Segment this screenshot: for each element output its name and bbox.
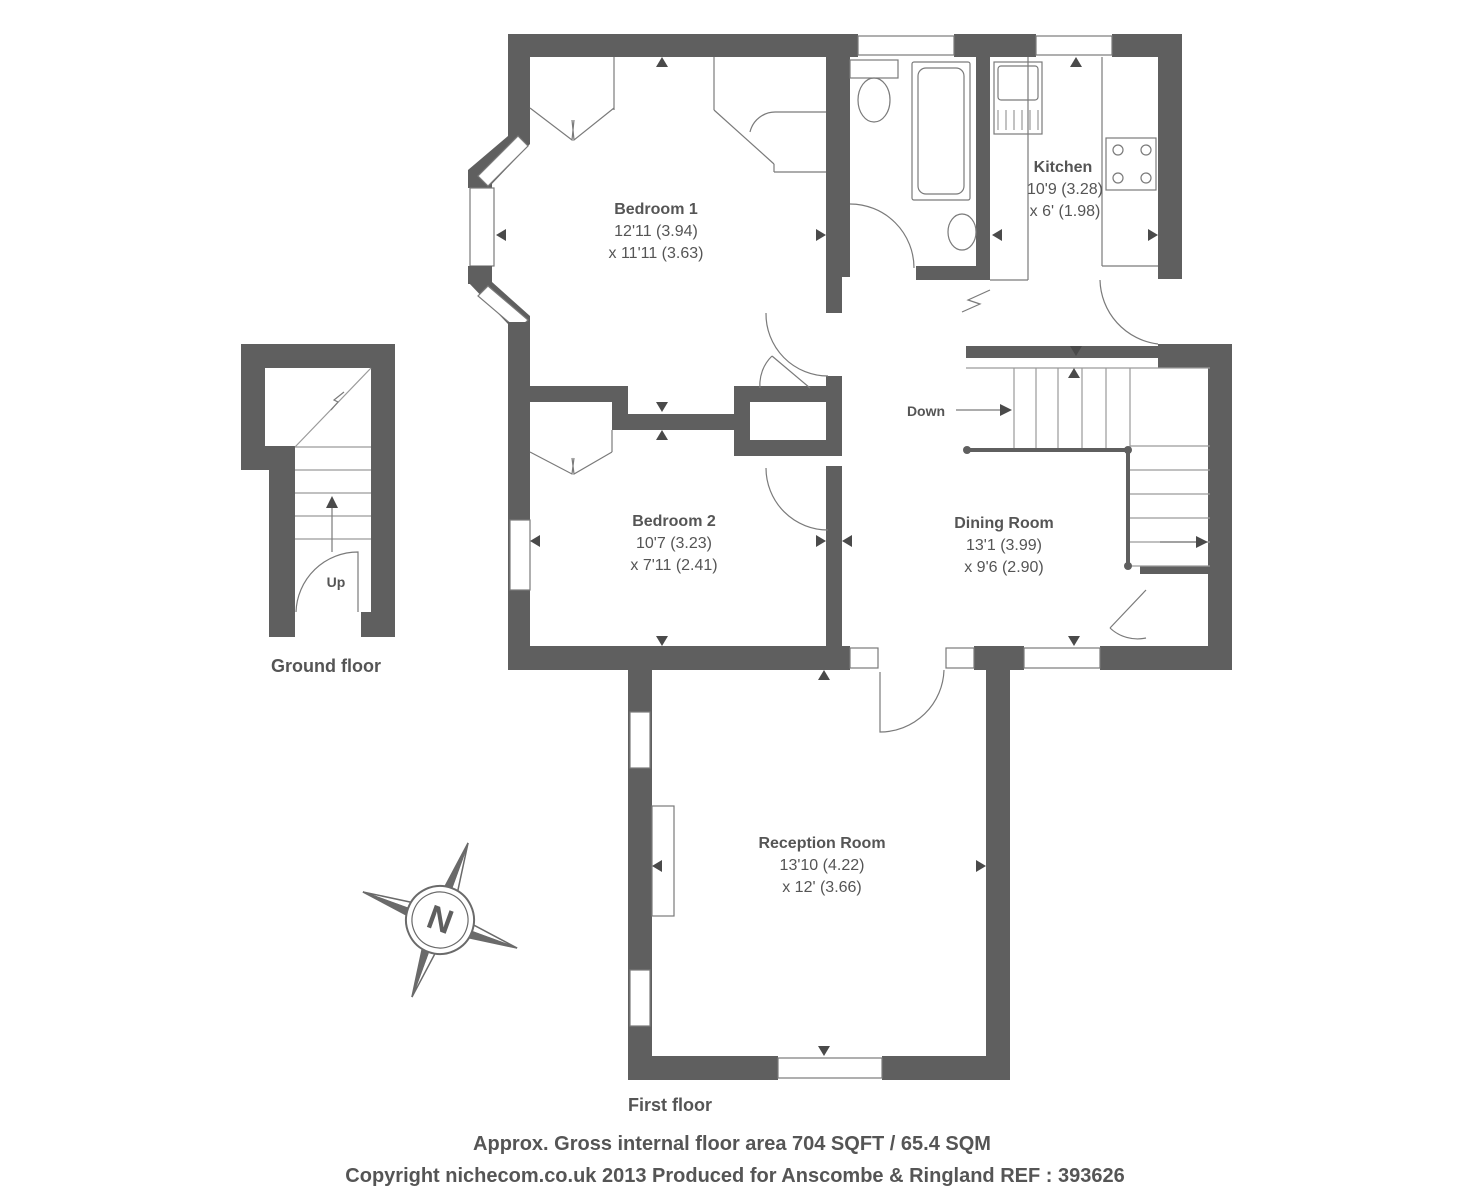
room-dim-bedroom-2-width: x 7'11 (2.41) bbox=[630, 557, 717, 574]
room-name-dining-room: Dining Room bbox=[954, 515, 1054, 532]
room-name-bedroom-1: Bedroom 1 bbox=[614, 201, 698, 218]
room-dim-kitchen-width: x 6' (1.98) bbox=[1030, 203, 1101, 220]
stairs-up-label: Up bbox=[327, 574, 346, 590]
room-name-bedroom-2: Bedroom 2 bbox=[632, 513, 716, 530]
room-dim-reception-room-length: 13'10 (4.22) bbox=[780, 857, 865, 874]
room-dim-kitchen-length: 10'9 (3.28) bbox=[1027, 181, 1103, 198]
ground-floor-plan bbox=[241, 344, 395, 637]
room-dim-bedroom-1-length: 12'11 (3.94) bbox=[614, 223, 698, 240]
copyright-caption: Copyright nichecom.co.uk 2013 Produced f… bbox=[345, 1165, 1124, 1187]
room-name-reception-room: Reception Room bbox=[758, 835, 885, 852]
ground-floor-label: Ground floor bbox=[271, 656, 381, 676]
stairs-down-label: Down bbox=[907, 403, 945, 419]
first-floor-plan bbox=[468, 34, 1232, 1080]
room-dim-bedroom-2-length: 10'7 (3.23) bbox=[636, 535, 712, 552]
compass-rose-icon bbox=[362, 842, 518, 998]
first-floor-label: First floor bbox=[628, 1095, 712, 1115]
floor-area-caption: Approx. Gross internal floor area 704 SQ… bbox=[473, 1133, 991, 1155]
room-dim-dining-room-width: x 9'6 (2.90) bbox=[964, 559, 1044, 576]
room-dim-reception-room-width: x 12' (3.66) bbox=[782, 879, 862, 896]
room-dim-dining-room-length: 13'1 (3.99) bbox=[966, 537, 1042, 554]
room-dim-bedroom-1-width: x 11'11 (3.63) bbox=[609, 245, 704, 262]
room-name-kitchen: Kitchen bbox=[1034, 159, 1093, 176]
